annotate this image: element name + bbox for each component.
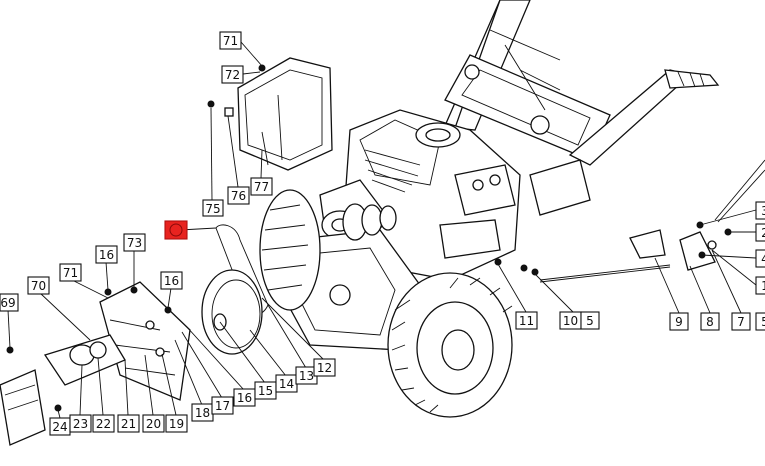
handle-frame: [429, 0, 720, 216]
callout-75-num: 75: [205, 202, 220, 216]
callout-5b[interactable]: 5: [755, 312, 765, 331]
callout-23[interactable]: 23: [69, 414, 92, 433]
auger-drive-sheaves: [342, 203, 397, 241]
belt-cover: [237, 57, 333, 171]
highlighted-callout-marker[interactable]: [164, 220, 188, 240]
callout-7-num: 7: [737, 315, 745, 329]
callout-70-num: 70: [31, 279, 46, 293]
drive-pulley: [201, 269, 263, 355]
callout-13[interactable]: 13: [295, 366, 318, 385]
callout-14-num: 14: [279, 377, 294, 391]
control-rod-assembly: [539, 159, 765, 283]
auger-housing: [259, 189, 421, 351]
callout-71b-num: 71: [63, 266, 78, 280]
callout-19[interactable]: 19: [165, 414, 188, 433]
callout-21[interactable]: 21: [117, 414, 140, 433]
callout-70[interactable]: 70: [27, 276, 50, 295]
callout-23-num: 23: [73, 417, 88, 431]
callout-75[interactable]: 75: [202, 199, 224, 217]
callout-16b[interactable]: 16: [160, 271, 183, 290]
callout-12[interactable]: 12: [313, 358, 336, 377]
callout-labels: 71 72 75 76 77 73 16 16 71 70 69 24 23 2…: [0, 31, 765, 436]
callout-18-num: 18: [195, 406, 210, 420]
callout-16b-num: 16: [164, 274, 179, 288]
callout-15-num: 15: [258, 384, 273, 398]
callout-2[interactable]: 2: [755, 223, 765, 242]
callout-24-num: 24: [52, 420, 67, 434]
callout-17[interactable]: 17: [211, 396, 234, 415]
callout-76[interactable]: 76: [227, 186, 250, 205]
callout-77-num: 77: [254, 180, 269, 194]
callout-22-num: 22: [96, 417, 111, 431]
callout-10-num: 10: [563, 314, 578, 328]
callout-16a[interactable]: 16: [95, 245, 118, 264]
callout-22[interactable]: 22: [92, 414, 115, 433]
callout-17-num: 17: [215, 399, 230, 413]
callout-13-num: 13: [299, 369, 314, 383]
callout-16c[interactable]: 16: [233, 388, 256, 407]
callout-20[interactable]: 20: [142, 414, 165, 433]
callout-12-num: 12: [317, 361, 332, 375]
callout-21-num: 21: [121, 417, 136, 431]
leader-lines: [7, 41, 757, 419]
callout-71a-num: 71: [223, 34, 238, 48]
callout-69-num: 69: [0, 296, 15, 310]
callout-16c-num: 16: [237, 391, 252, 405]
engine-assembly: [319, 109, 521, 281]
callout-76-num: 76: [231, 189, 246, 203]
callout-3-num: 3: [761, 204, 765, 218]
callout-2-num: 2: [761, 226, 765, 240]
callout-4-num: 4: [761, 252, 765, 266]
callout-19-num: 19: [169, 417, 184, 431]
callout-18[interactable]: 18: [191, 403, 214, 422]
right-wheel: [387, 272, 513, 418]
callout-73-num: 73: [127, 236, 142, 250]
callout-69[interactable]: 69: [0, 293, 19, 312]
callout-5a[interactable]: 5: [580, 311, 600, 330]
callout-5b-num: 5: [761, 315, 765, 329]
callout-11-num: 11: [519, 314, 534, 328]
callout-16a-num: 16: [99, 248, 114, 262]
callout-11[interactable]: 11: [515, 311, 538, 330]
callout-72-num: 72: [225, 68, 240, 82]
callout-24[interactable]: 24: [49, 417, 71, 436]
callout-72[interactable]: 72: [221, 65, 244, 84]
callout-9[interactable]: 9: [669, 312, 689, 331]
callout-10[interactable]: 10: [559, 311, 582, 330]
callout-8-num: 8: [706, 315, 714, 329]
callout-3[interactable]: 3: [755, 201, 765, 220]
callout-71b[interactable]: 71: [59, 263, 82, 282]
callout-1-num: 1: [761, 279, 765, 293]
callout-9-num: 9: [675, 315, 683, 329]
callout-20-num: 20: [146, 417, 161, 431]
callout-1[interactable]: 1: [755, 276, 765, 295]
callout-71a[interactable]: 71: [219, 31, 242, 50]
callout-14[interactable]: 14: [275, 374, 298, 393]
callout-73[interactable]: 73: [123, 233, 146, 252]
callout-15[interactable]: 15: [254, 381, 277, 400]
callout-8[interactable]: 8: [700, 312, 720, 331]
callout-4[interactable]: 4: [755, 249, 765, 268]
callout-7[interactable]: 7: [731, 312, 751, 331]
callout-5a-num: 5: [586, 314, 594, 328]
callout-77[interactable]: 77: [250, 177, 273, 196]
